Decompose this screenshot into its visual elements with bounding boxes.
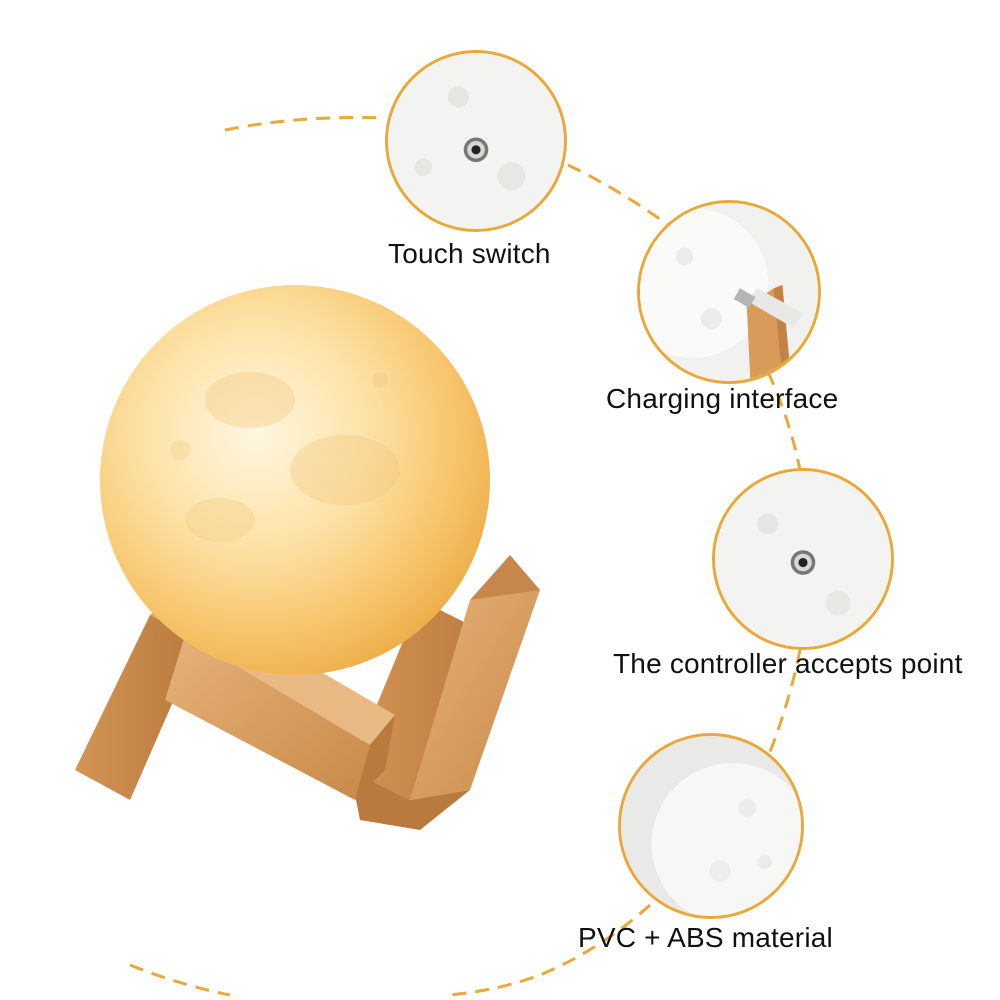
material-detail — [618, 733, 804, 919]
feature-caption-touch: Touch switch — [388, 238, 551, 269]
feature-caption-controller: The controller accepts point — [613, 648, 963, 679]
moon-sphere — [100, 285, 490, 675]
feature-caption-charging: Charging interface — [606, 383, 839, 414]
controller-detail — [712, 468, 894, 650]
charging-interface-detail — [637, 200, 821, 384]
feature-caption-material: PVC + ABS material — [578, 922, 833, 953]
touch-switch-detail — [385, 50, 567, 232]
